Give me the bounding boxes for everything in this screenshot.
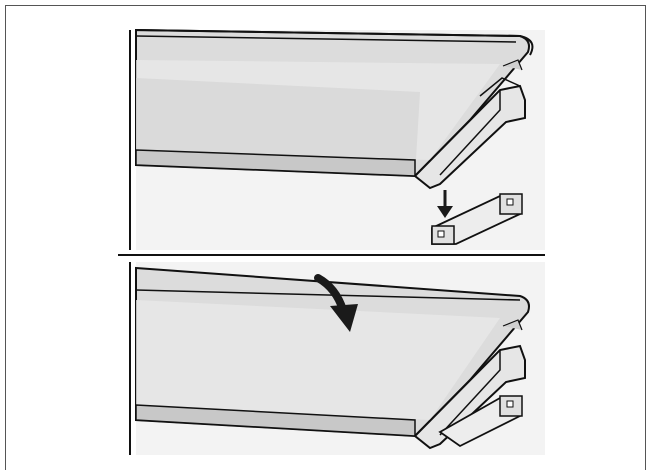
support-bracket (431, 193, 523, 245)
panel-step-2 (129, 262, 545, 455)
glass-edge-inner-2 (135, 289, 521, 301)
glass-edge-trim (135, 29, 534, 56)
shelf-holder-tip-2 (502, 319, 523, 331)
panel-step-1 (129, 28, 545, 250)
glass-shade (136, 78, 420, 176)
shelf-holder (413, 84, 526, 190)
support-bracket-2 (438, 395, 523, 448)
glass-reflection-2 (136, 300, 500, 420)
shelf-holder-top (479, 77, 521, 97)
glass-edge-inner (135, 35, 517, 43)
arrow-down-icon (437, 190, 453, 218)
shelf-holder-2 (413, 344, 526, 450)
shelf-holder-edge (439, 90, 501, 176)
shelf-holder-edge-2 (439, 350, 501, 436)
figure-border (5, 5, 646, 470)
curved-arrow-down-icon (314, 274, 358, 332)
shelf-holder-tip (502, 59, 523, 71)
